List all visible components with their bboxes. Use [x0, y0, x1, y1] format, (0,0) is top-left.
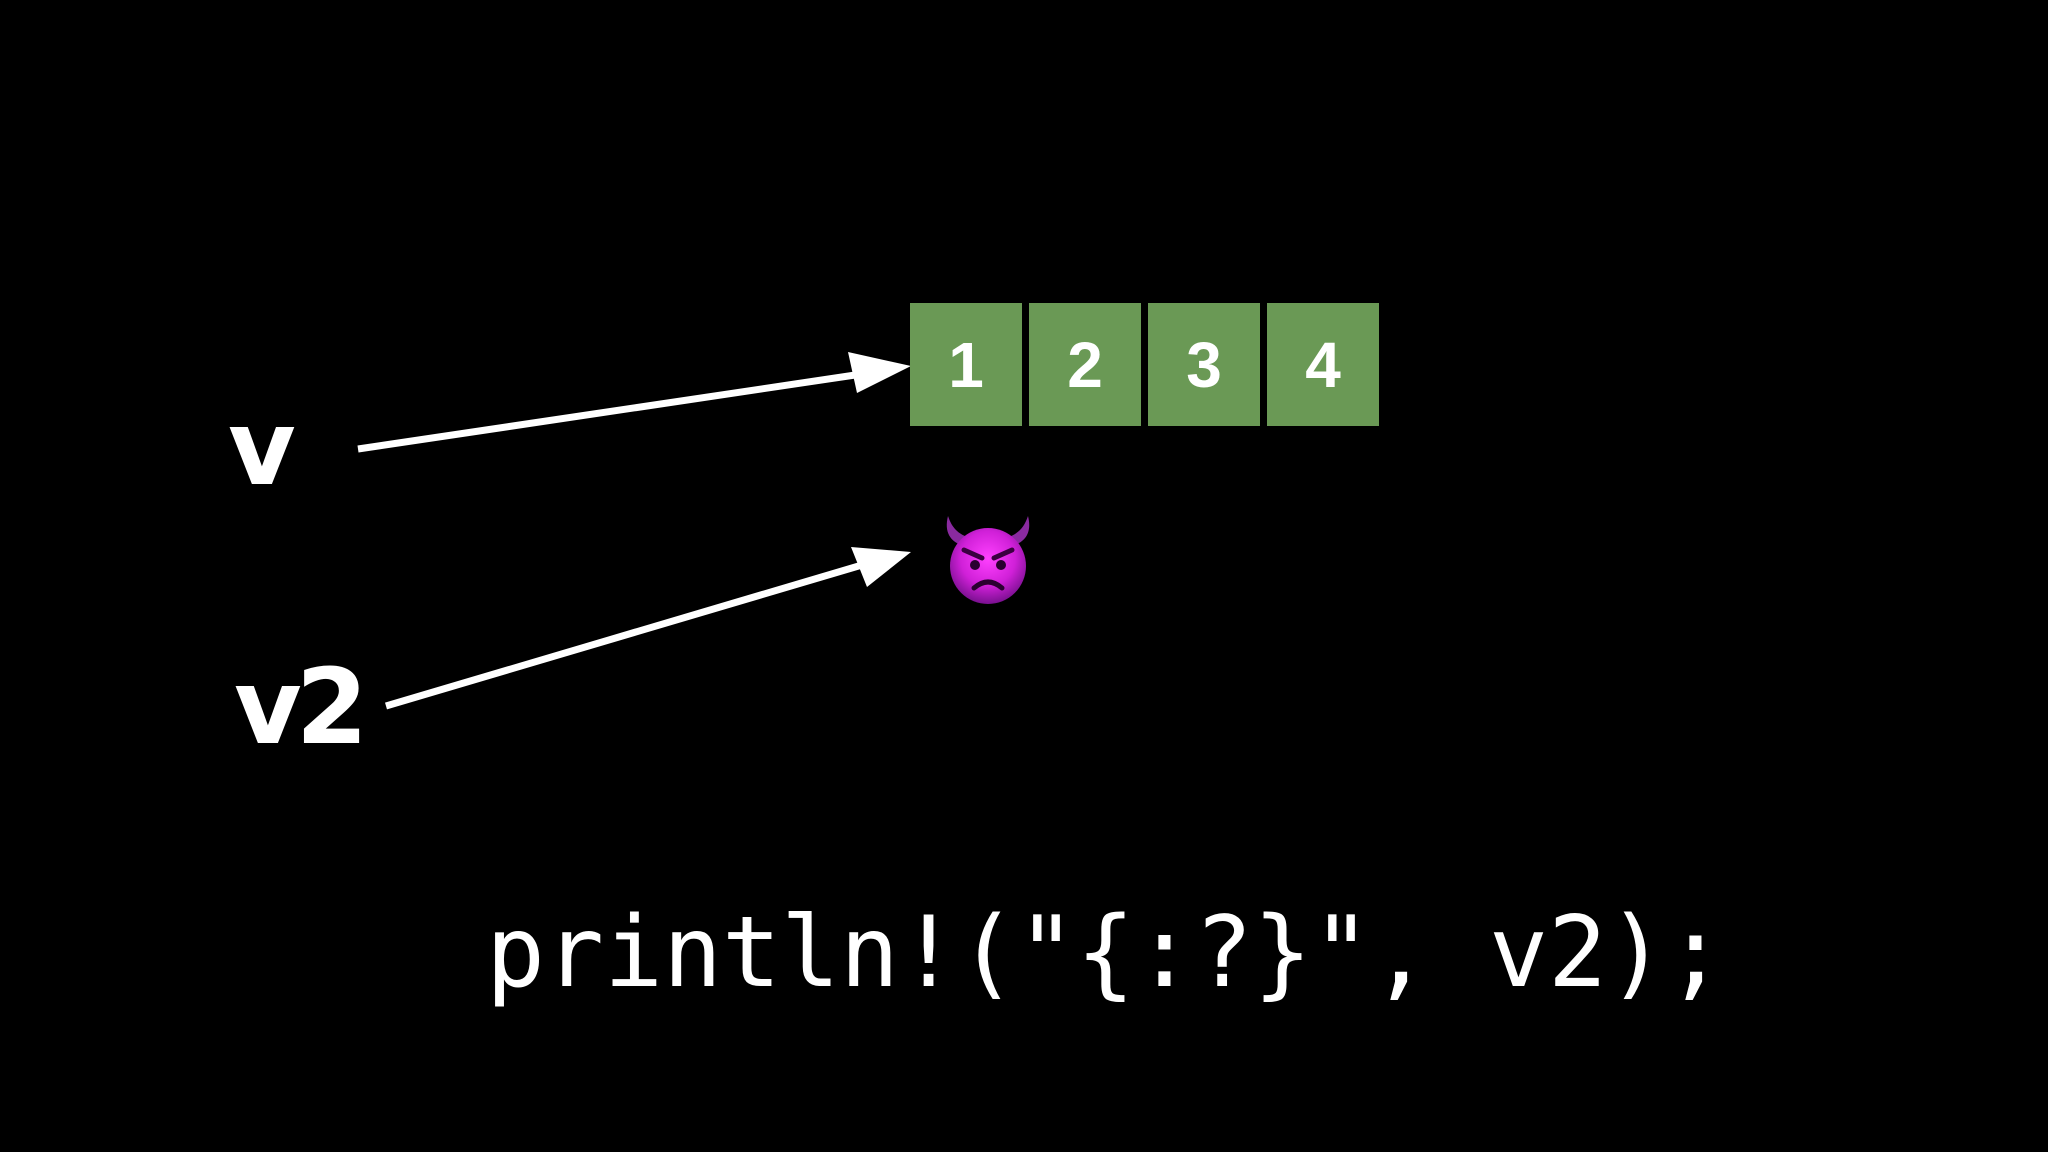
arrow-v2-to-devil	[385, 547, 911, 710]
vector-cell: 3	[1148, 303, 1260, 426]
variable-label-v2: v2	[234, 646, 368, 768]
arrow-v-to-vector	[357, 352, 911, 453]
angry-devil-face-icon	[946, 516, 1030, 604]
code-println-statement: println!("{:?}", v2);	[486, 896, 1726, 1010]
vector-heap-cells: 1 2 3 4	[910, 303, 1379, 426]
vector-cell: 4	[1267, 303, 1379, 426]
vector-cell: 1	[910, 303, 1022, 426]
variable-label-v: v	[228, 387, 296, 509]
vector-cell: 2	[1029, 303, 1141, 426]
